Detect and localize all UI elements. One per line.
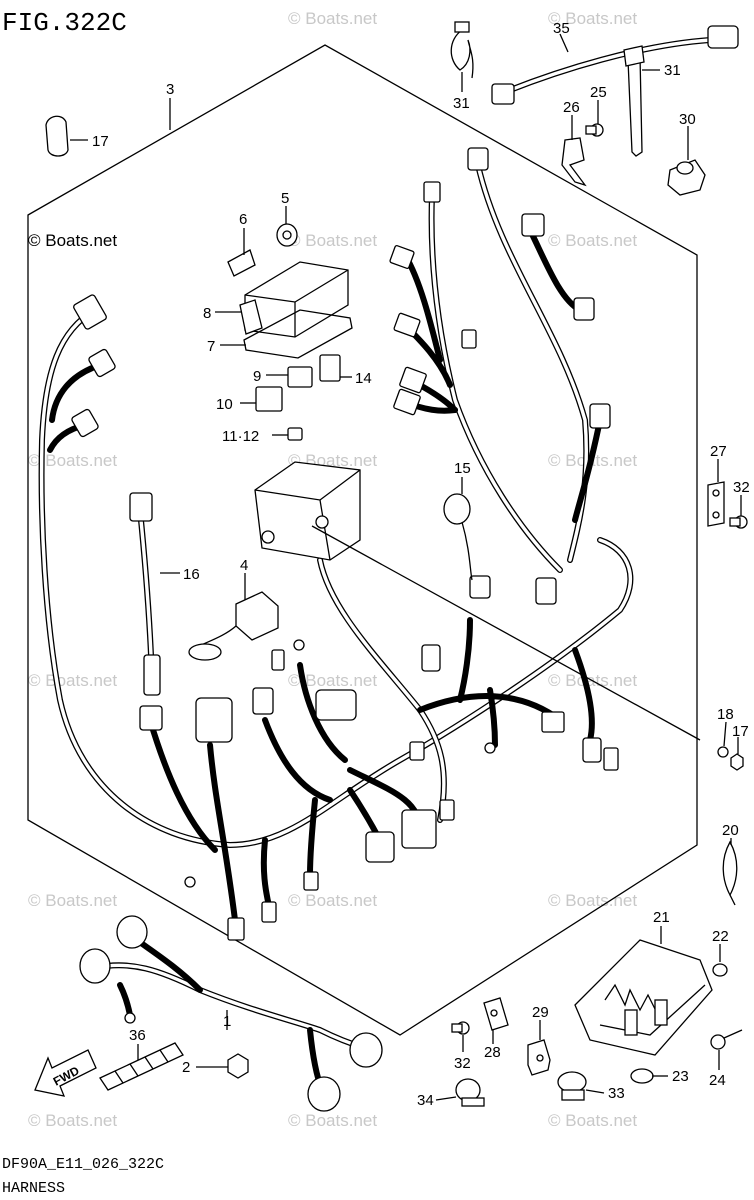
watermark: © Boats.net [288,891,377,910]
fuse-box-cover [239,261,349,338]
callout-8: 8 [203,305,211,322]
bolt-23 [710,1029,743,1050]
callout-20: 21 [653,909,670,926]
gasket [243,309,353,359]
callout-32-bottom: 32 [454,1055,471,1072]
relay-box [254,461,361,561]
nut-17 [730,753,744,771]
callout-1: 1 [223,1013,231,1030]
clamp-29 [667,159,706,196]
callout-11-12: 11·12 [222,428,259,445]
assembly-frame [27,44,698,1036]
callout-24: 25 [590,84,607,101]
callout-35: 35 [553,20,570,37]
callout-15: 16 [183,566,200,583]
watermark: © Boats.net [288,231,377,250]
harness-15 [129,492,161,696]
bracket-26 [707,481,725,527]
callout-36: 36 [129,1027,146,1044]
callout-19: 20 [722,822,739,839]
grommet-5-hole [282,230,292,240]
callout-3: 3 [166,81,174,98]
bracket-28 [527,1039,551,1076]
main-harness [38,162,634,923]
callout-29: 30 [679,111,696,128]
fwd-arrow: FWD [34,1049,97,1097]
fuse-11-12 [287,427,303,441]
callout-26: 27 [710,443,727,460]
callout-14: 15 [454,460,471,477]
nut-2 [227,1053,249,1079]
corrugated-tube-36 [99,1042,184,1091]
watermark: © Boats.net [548,1111,637,1130]
callout-17-visible: 17 [732,723,749,740]
clamp-33 [557,1071,587,1101]
callout-6: 6 [239,211,247,228]
callout-27: 28 [484,1044,501,1061]
relay-10 [255,386,283,412]
figure-code: DF90A_E11_026_322C [2,1156,164,1173]
clamp-34 [455,1078,485,1107]
bolt-32-bottom [451,1021,470,1035]
callout-13: 14 [355,370,372,387]
harness-35 [491,25,739,105]
watermark: © Boats.net [288,9,377,28]
callout-7: 7 [207,338,215,355]
callout-31-visible: 31 [453,95,470,112]
callout-4: 4 [240,557,248,574]
clamp-19 [722,840,738,897]
watermark: © Boats.net [28,891,117,910]
bolt-32-right [729,515,748,529]
watermark-layer: © Boats.net © Boats.net © Boats.net © Bo… [28,9,637,1130]
callout-22: 23 [672,1068,689,1085]
callout-labels: 3 17 5 6 8 7 9 10 11·12 14 15 16 4 18 18… [92,20,750,1109]
washer-18 [717,746,729,758]
callout-33: 33 [608,1085,625,1102]
bolt-24 [585,123,604,137]
bracket-25 [561,137,587,187]
harness-connectors [71,147,619,941]
callout-2: 2 [182,1059,190,1076]
callout-5: 5 [281,190,289,207]
leader-lines [70,33,742,1101]
figure-caption: HARNESS [2,1180,65,1197]
nut-21 [712,963,728,977]
watermark: © Boats.net [28,1111,117,1130]
callout-21: 22 [712,928,729,945]
watermark: © Boats.net [288,1111,377,1130]
fuse-13 [319,354,341,382]
plate-27 [483,997,509,1031]
watermark: © Boats.net [28,671,117,690]
watermark: © Boats.net [548,891,637,910]
part-14 [443,493,473,581]
watermark: © Boats.net [548,9,637,28]
callout-28: 29 [532,1004,549,1021]
watermark-dark: © Boats.net [28,231,117,250]
callout-9: 9 [253,368,261,385]
battery-harness-1 [79,915,383,1112]
callout-25: 26 [563,99,580,116]
watermark: © Boats.net [548,231,637,250]
clamp-31 [450,21,474,79]
callout-30: 31 [664,62,681,79]
watermark: © Boats.net [288,671,377,690]
callout-16: 17 [92,133,109,150]
figure-title: FIG.322C [2,8,127,38]
sensor-4 [188,591,279,661]
callout-10: 10 [216,396,233,413]
callout-32-right: 32 [733,479,750,496]
watermark: © Boats.net [28,451,117,470]
clip-6 [227,249,256,277]
bracket-20 [574,939,713,1056]
relay-9 [287,366,313,388]
grommet-22 [630,1068,654,1084]
callout-34: 34 [417,1092,434,1109]
tie-30 [623,45,645,157]
callout-18: 18 [717,706,734,723]
part-16 [45,115,69,157]
callout-23: 24 [709,1072,726,1089]
